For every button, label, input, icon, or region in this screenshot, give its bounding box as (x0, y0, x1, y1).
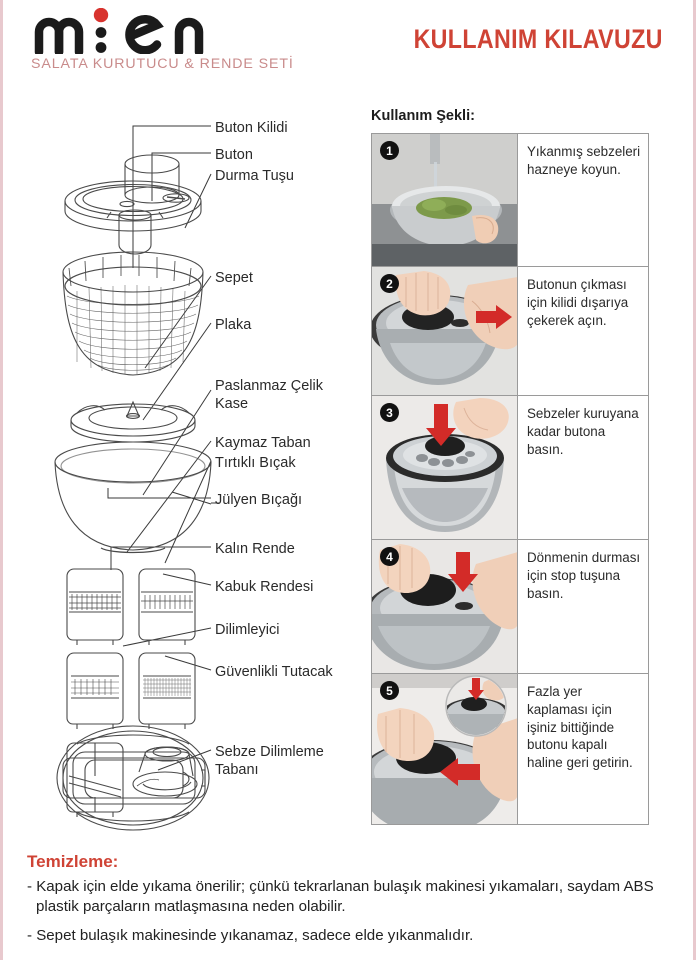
diagram-label: Durma Tuşu (215, 168, 294, 184)
cleaning-line: - Kapak için elde yıkama önerilir; çünkü… (27, 878, 654, 915)
step-photo-2: 2 (372, 267, 518, 395)
logo-mark-icon (31, 8, 241, 54)
step-text: Yıkanmış sebzeleri hazneye koyun. (518, 134, 648, 266)
step-text: Fazla yer kaplaması için işiniz bittiğin… (518, 674, 648, 824)
cleaning-line: - Sepet bulaşık makinesinde yıkanamaz, s… (27, 926, 474, 944)
step-number-badge: 4 (380, 547, 399, 566)
step-number-badge: 1 (380, 141, 399, 160)
usage-step-row: 5 (372, 674, 648, 824)
slicing-base-illustration (56, 725, 210, 831)
diagram-label: Kabuk Rendesi (215, 579, 314, 595)
page-header: SALATA KURUTUCU & RENDE SETİ KULLANIM KI… (3, 0, 696, 95)
page-title: KULLANIM KILAVUZU (413, 24, 663, 54)
diagram-label: Buton (215, 147, 253, 163)
cleaning-title: Temizleme: (27, 852, 119, 871)
usage-step-row: 4 (372, 540, 648, 674)
diagram-label: Kaymaz Taban (215, 435, 311, 451)
product-parts-illustration (54, 125, 220, 817)
diagram-label: Kalın Rende (215, 541, 295, 557)
usage-section: Kullanım Şekli: 1 (371, 108, 655, 825)
step-number-badge: 3 (380, 403, 399, 422)
diagram-label: Jülyen Bıçağı (215, 492, 303, 508)
diagram-label: Sebze Dilimleme Tabanı (215, 744, 324, 778)
exploded-diagram: Buton Kilidi Buton Durma Tuşu Sepet Plak… (15, 100, 365, 840)
step-photo-5: 5 (372, 674, 518, 824)
usage-section-title: Kullanım Şekli: (371, 108, 475, 124)
step-text: Dönmenin durması için stop tuşuna basın. (518, 540, 648, 673)
diagram-label: Sepet (215, 270, 253, 286)
step-number-badge: 5 (380, 681, 399, 700)
step-text: Sebzeler kuruyana kadar butona basın. (518, 396, 648, 539)
diagram-label: Plaka (215, 317, 252, 333)
brand-logo: SALATA KURUTUCU & RENDE SETİ (31, 8, 331, 72)
usage-step-row: 3 (372, 396, 648, 540)
diagram-label: Tırtıklı Bıçak (215, 455, 296, 471)
logo-subtitle: SALATA KURUTUCU & RENDE SETİ (31, 56, 294, 72)
usage-steps-table: 1 (371, 133, 649, 825)
step-number-badge: 2 (380, 274, 399, 293)
diagram-label: Paslanmaz Çelik Kase (215, 378, 323, 412)
step-photo-3: 3 (372, 396, 518, 539)
usage-step-row: 1 (372, 134, 648, 267)
diagram-label: Güvenlikli Tutacak (215, 664, 333, 680)
cleaning-section: Temizleme: - Kapak için elde yıkama öner… (27, 852, 677, 955)
step-photo-4: 4 (372, 540, 518, 673)
step-photo-1: 1 (372, 134, 518, 266)
step-text: Butonun çıkması için kilidi dışarıya çek… (518, 267, 648, 395)
diagram-label: Buton Kilidi (215, 120, 288, 136)
diagram-label: Dilimleyici (215, 622, 280, 638)
usage-step-row: 2 (372, 267, 648, 396)
